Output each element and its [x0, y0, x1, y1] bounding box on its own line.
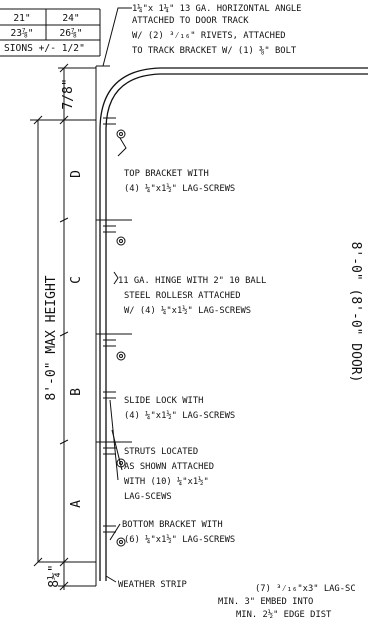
panel-label: D [69, 170, 84, 178]
bottom-gap-label: 8¼" [47, 564, 62, 587]
lag-note-line: (7) ³⁄₁₆"x3" LAG-SC [255, 584, 356, 594]
top-bracket-note-line: TOP BRACKET WITH [124, 169, 209, 179]
panel-label: C [69, 276, 84, 284]
panel-joints [96, 219, 132, 443]
tolerance-note: SIONS +/- 1/2" [4, 43, 85, 54]
angle-note-line: W/ (2) ³⁄₁₆" RIVETS, ATTACHED [132, 31, 286, 41]
panel-label: B [69, 388, 84, 396]
note-leaders [105, 137, 127, 583]
hinge-note-line: W/ (4) ¼"x1½" LAG-SCREWS [124, 305, 251, 316]
lag-note-line: MIN. 3" EMBED INTO [218, 597, 313, 607]
angle-note-line: 1¼"x 1¼" 13 GA. HORIZONTAL ANGLE [132, 4, 301, 14]
slide-lock-note-line: SLIDE LOCK WITH [124, 396, 203, 406]
struts-note-line: AS SHOWN ATTACHED [124, 462, 214, 472]
door-track [99, 67, 368, 581]
table-cell-4: 26⅞" [59, 27, 82, 39]
bottom-bracket-note-line: (6) ¼"x1½" LAG-SCREWS [124, 534, 235, 545]
door-size-label: 8'-0" (8'-0" DOOR) [348, 242, 363, 383]
angle-note-line: TO TRACK BRACKET W/ (1) ⅜" BOLT [132, 46, 297, 56]
dimension-table [0, 8, 101, 57]
rollers [116, 129, 126, 547]
struts-note-line: STRUTS LOCATED [124, 447, 198, 457]
slide-lock-note-line: (4) ¼"x1½" LAG-SCREWS [124, 410, 235, 421]
angle-note-line: ATTACHED TO DOOR TRACK [132, 16, 249, 26]
weather-strip-label: WEATHER STRIP [118, 580, 187, 590]
struts-note-line: LAG-SCEWS [124, 492, 172, 502]
angle-leader-line [102, 7, 132, 67]
top-gap-label: 7/8" [61, 78, 76, 109]
hinge-note-line: 11 GA. HINGE WITH 2" 10 BALL [118, 276, 266, 286]
top-bracket-note-line: (4) ¼"x1½" LAG-SCREWS [124, 183, 235, 194]
table-cell-2: 24" [62, 13, 79, 24]
hardware-marks [103, 117, 116, 533]
hinge-note-line: STEEL ROLLESR ATTACHED [124, 291, 241, 301]
height-dimension-lines [30, 63, 96, 591]
panel-label: A [69, 500, 84, 508]
bottom-bracket-note-line: BOTTOM BRACKET WITH [122, 520, 223, 530]
table-cell-1: 21" [13, 13, 30, 24]
table-cell-3: 23⅞" [10, 27, 33, 39]
lag-note-line: MIN. 2½" EDGE DIST [236, 609, 332, 620]
struts-note-line: WITH (10) ¼"x1½" [124, 476, 209, 487]
max-height-label: 8'-0" MAX HEIGHT [44, 275, 59, 400]
